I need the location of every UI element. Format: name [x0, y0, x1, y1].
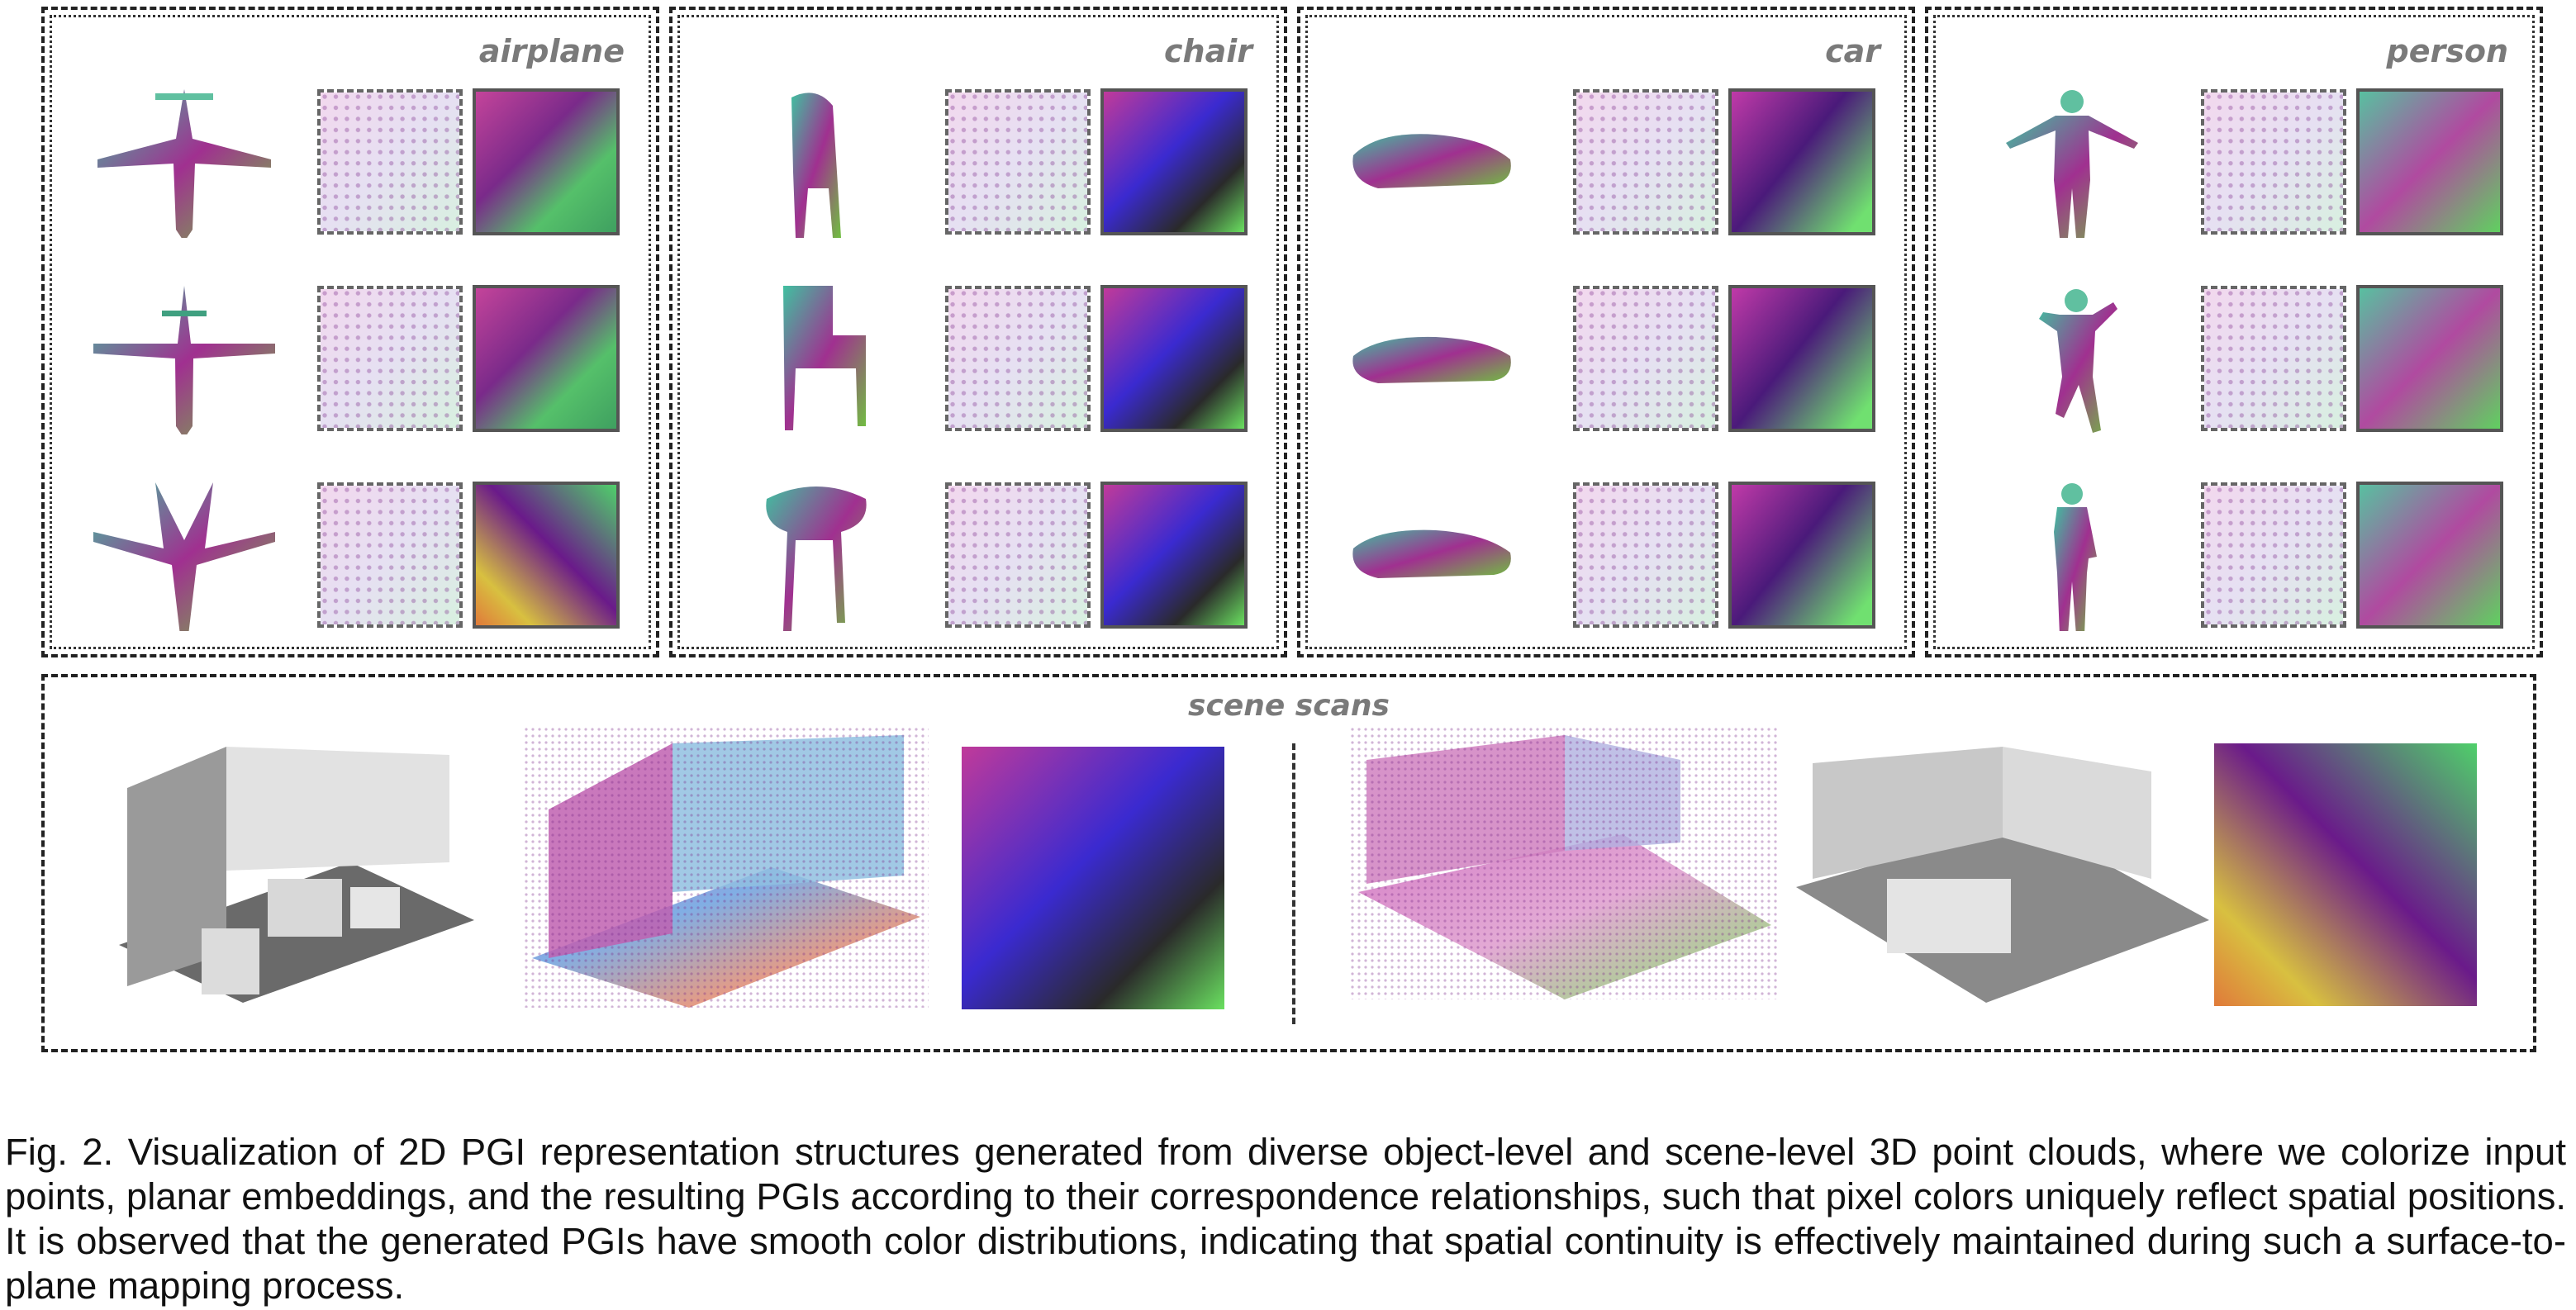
- scene-mesh-2: [1788, 738, 2217, 1003]
- sample-row: [673, 482, 1284, 631]
- sample-row: [45, 482, 656, 631]
- point-cloud-car: [1328, 482, 1552, 631]
- sample-row: [1300, 285, 1912, 434]
- scene-title: scene scans: [1188, 689, 1390, 723]
- scene-scans-panel: scene scans: [41, 674, 2536, 1052]
- pgi-image: [2356, 285, 2503, 432]
- pgi-image: [1728, 482, 1875, 629]
- planar-embedding: [945, 89, 1091, 235]
- sample-row: [673, 285, 1284, 434]
- planar-embedding: [2201, 89, 2346, 235]
- point-cloud-chair: [701, 89, 924, 238]
- category-panel-airplane: airplane: [41, 7, 659, 657]
- planar-embedding: [1573, 482, 1718, 628]
- sample-row: [1300, 88, 1912, 238]
- point-cloud-car: [1328, 89, 1552, 238]
- point-cloud-person: [1956, 89, 2179, 238]
- category-label: car: [1825, 33, 1880, 69]
- sample-row: [45, 88, 656, 238]
- category-panel-person: person: [1925, 7, 2543, 657]
- planar-embedding: [2201, 286, 2346, 431]
- figure-caption: Fig. 2. Visualization of 2D PGI represen…: [5, 1131, 2566, 1307]
- sample-row: [1300, 482, 1912, 631]
- planar-embedding: [317, 89, 463, 235]
- planar-embedding: [945, 286, 1091, 431]
- category-panel-car: car: [1297, 7, 1915, 657]
- category-label: airplane: [478, 33, 625, 69]
- pgi-image: [1100, 482, 1248, 629]
- scene-pgi-2: [2214, 743, 2477, 1006]
- scene-pgi-1: [962, 747, 1224, 1009]
- point-cloud-airplane: [73, 89, 296, 238]
- planar-embedding: [2201, 482, 2346, 628]
- pgi-image: [473, 285, 620, 432]
- planar-embedding: [1573, 286, 1718, 431]
- pgi-image: [1100, 285, 1248, 432]
- sample-row: [45, 285, 656, 434]
- point-cloud-chair: [701, 482, 924, 631]
- scene-point-cloud-1: [524, 727, 929, 1008]
- planar-embedding: [317, 286, 463, 431]
- pgi-image: [2356, 482, 2503, 629]
- pgi-image: [473, 482, 620, 629]
- category-label: person: [2386, 33, 2509, 69]
- point-cloud-person: [1956, 286, 2179, 434]
- scene-divider: [1292, 743, 1295, 1024]
- sample-row: [1928, 88, 2540, 238]
- point-cloud-airplane: [73, 482, 296, 631]
- planar-embedding: [317, 482, 463, 628]
- point-cloud-person: [1956, 482, 2179, 631]
- pgi-image: [1728, 88, 1875, 235]
- planar-embedding: [945, 482, 1091, 628]
- pgi-image: [473, 88, 620, 235]
- point-cloud-car: [1328, 286, 1552, 434]
- scene-mesh-1: [102, 738, 491, 1003]
- point-cloud-chair: [701, 286, 924, 434]
- category-label: chair: [1164, 33, 1252, 69]
- pgi-image: [1728, 285, 1875, 432]
- planar-embedding: [1573, 89, 1718, 235]
- pgi-image: [2356, 88, 2503, 235]
- sample-row: [1928, 285, 2540, 434]
- point-cloud-airplane: [73, 286, 296, 434]
- sample-row: [673, 88, 1284, 238]
- category-panel-chair: chair: [669, 7, 1287, 657]
- scene-point-cloud-2: [1350, 727, 1780, 999]
- sample-row: [1928, 482, 2540, 631]
- pgi-image: [1100, 88, 1248, 235]
